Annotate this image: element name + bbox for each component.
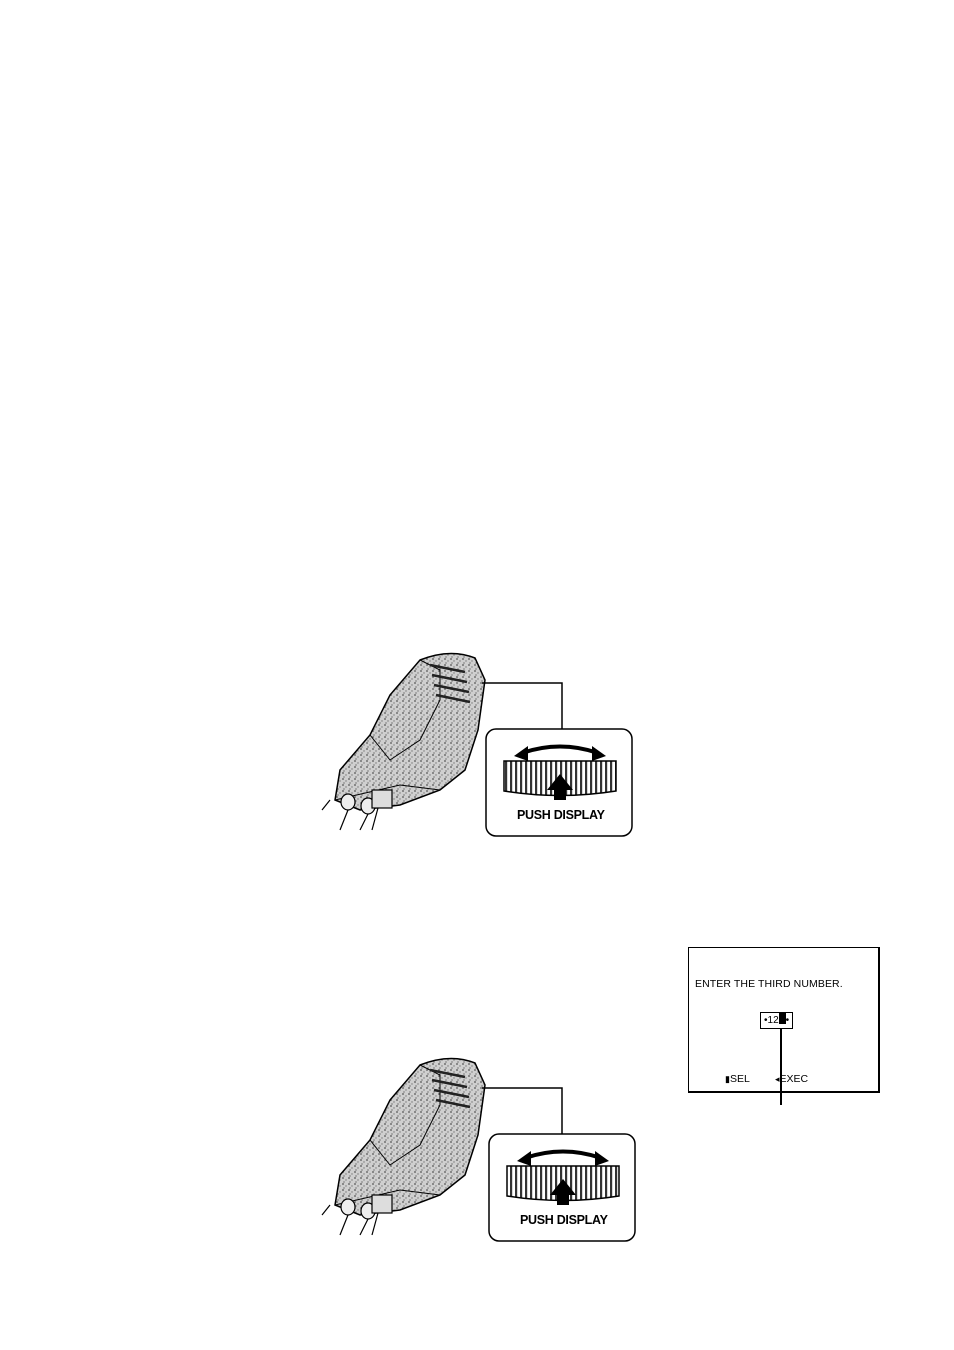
dial-label: PUSH DISPLAY [520,1213,609,1227]
code-entry-field: •12 • [760,1012,793,1029]
pointer-line [780,1029,782,1105]
code-suffix: • [786,1015,790,1026]
dial-label: PUSH DISPLAY [517,808,606,822]
camcorder-body [322,653,485,830]
exec-label: EXEC [780,1073,809,1085]
cursor-block [779,1013,786,1024]
code-prefix: •12 [764,1015,779,1026]
sel-hint: ▮SEL [725,1073,750,1085]
screen-message: ENTER THE THIRD NUMBER. [695,978,843,990]
viewfinder-screen: ENTER THE THIRD NUMBER. •12• ▮SEL ◂EXEC [688,947,880,1093]
camera-dial-illustration-1: PUSH DISPLAY [300,640,645,840]
sel-label: SEL [730,1073,750,1085]
camera-dial-illustration-2: PUSH DISPLAY [300,1045,645,1245]
camcorder-body [322,1058,485,1235]
